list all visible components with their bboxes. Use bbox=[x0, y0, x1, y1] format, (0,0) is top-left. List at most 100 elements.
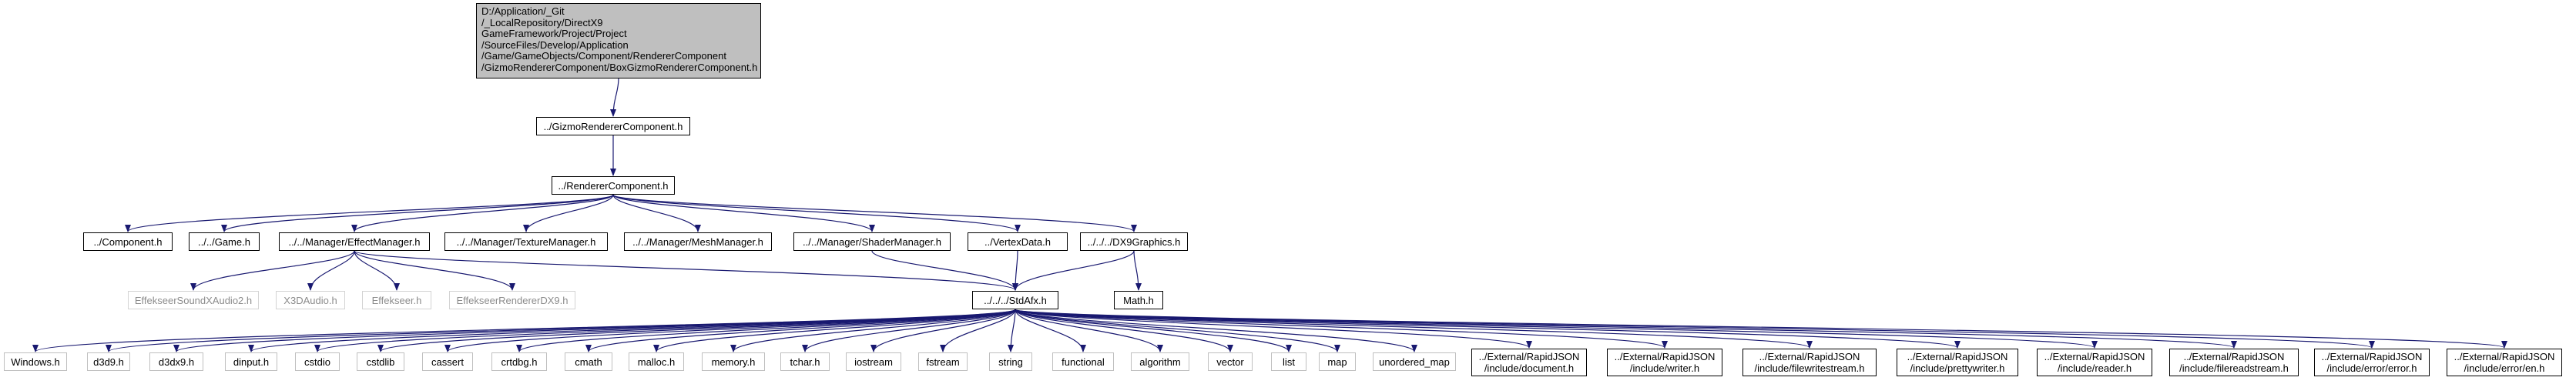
dx9graphics-node[interactable]: ../../../DX9Graphics.h bbox=[1080, 232, 1188, 251]
edge-stdafx-to-crtdbg bbox=[516, 309, 1016, 352]
rapidjson-filereadstream-node[interactable]: ../External/RapidJSON /include/filereads… bbox=[2169, 349, 2299, 376]
vector-header-node: vector bbox=[1208, 352, 1253, 371]
edge-effect_manager-to-x3daudio bbox=[307, 250, 355, 291]
algorithm-header-node: algorithm bbox=[1131, 352, 1189, 371]
iostream-header-label: iostream bbox=[854, 356, 893, 368]
dinput-header-node: dinput.h bbox=[225, 352, 277, 371]
game-header-label: ../../Game.h bbox=[198, 235, 250, 248]
algorithm-header-label: algorithm bbox=[1139, 356, 1181, 368]
math-header-node[interactable]: Math.h bbox=[1114, 291, 1163, 309]
rapidjson-error-node[interactable]: ../External/RapidJSON /include/error/err… bbox=[2314, 349, 2430, 376]
rapidjson-filewritestream-label: ../External/RapidJSON /include/filewrite… bbox=[1754, 351, 1865, 374]
edge-stdafx-to-rj_document bbox=[1015, 309, 1532, 349]
crtdbg-header-node: crtdbg.h bbox=[491, 352, 547, 371]
edge-renderer-to-effect_manager bbox=[351, 194, 614, 232]
edge-renderer-to-component bbox=[125, 194, 614, 232]
rapidjson-prettywriter-label: ../External/RapidJSON /include/prettywri… bbox=[1907, 351, 2008, 374]
rapidjson-filewritestream-node[interactable]: ../External/RapidJSON /include/filewrite… bbox=[1742, 349, 1877, 376]
edge-stdafx-to-malloc bbox=[653, 309, 1016, 352]
memory-header-node: memory.h bbox=[702, 352, 765, 371]
rapidjson-prettywriter-node[interactable]: ../External/RapidJSON /include/prettywri… bbox=[1897, 349, 2018, 376]
vector-header-label: vector bbox=[1216, 356, 1244, 368]
edge-renderer-to-mesh_manager bbox=[612, 194, 701, 232]
shader-manager-label: ../../Manager/ShaderManager.h bbox=[803, 235, 941, 248]
vertex-data-node[interactable]: ../VertexData.h bbox=[968, 232, 1068, 251]
string-header-label: string bbox=[998, 356, 1023, 368]
effect-manager-node[interactable]: ../../Manager/EffectManager.h bbox=[279, 232, 430, 251]
mesh-manager-label: ../../Manager/MeshManager.h bbox=[632, 235, 763, 248]
effekseer-sound-xaudio2-label: EffekseerSoundXAudio2.h bbox=[134, 294, 253, 306]
edge-stdafx-to-vector bbox=[1015, 309, 1233, 352]
edge-dx9graphics-to-math bbox=[1133, 250, 1142, 291]
dx9graphics-label: ../../../DX9Graphics.h bbox=[1087, 235, 1181, 248]
map-header-label: map bbox=[1327, 356, 1347, 368]
cassert-header-node: cassert bbox=[422, 352, 473, 371]
cassert-header-label: cassert bbox=[431, 356, 464, 368]
cstdlib-header-node: cstdlib bbox=[357, 352, 404, 371]
edge-renderer-to-game bbox=[221, 194, 614, 232]
cstdio-header-label: cstdio bbox=[304, 356, 330, 368]
effect-manager-label: ../../Manager/EffectManager.h bbox=[288, 235, 421, 248]
d3d9-header-label: d3d9.h bbox=[93, 356, 124, 368]
edge-stdafx-to-string bbox=[1008, 309, 1016, 352]
edge-effect_manager-to-stdafx bbox=[354, 250, 1018, 291]
tchar-header-node: tchar.h bbox=[780, 352, 830, 371]
unordered-map-header-node: unordered_map bbox=[1373, 352, 1456, 371]
mesh-manager-node[interactable]: ../../Manager/MeshManager.h bbox=[624, 232, 772, 251]
edge-stdafx-to-unordered_map bbox=[1015, 309, 1417, 352]
edge-stdafx-to-rj_en bbox=[1015, 309, 2507, 349]
unordered-map-header-label: unordered_map bbox=[1379, 356, 1450, 368]
game-header-node[interactable]: ../../Game.h bbox=[189, 232, 260, 251]
rapidjson-error-label: ../External/RapidJSON /include/error/err… bbox=[2321, 351, 2423, 374]
edge-vertex_data-to-stdafx bbox=[1012, 250, 1019, 291]
texture-manager-node[interactable]: ../../Manager/TextureManager.h bbox=[444, 232, 608, 251]
shader-manager-node[interactable]: ../../Manager/ShaderManager.h bbox=[793, 232, 951, 251]
edge-effect_manager-to-effekseer_renderer bbox=[354, 250, 515, 291]
edge-renderer-to-shader_manager bbox=[612, 194, 875, 232]
windows-header-node: Windows.h bbox=[4, 352, 67, 371]
root-file-label: D:/Application/_Git /_LocalRepository/Di… bbox=[481, 5, 758, 73]
cstdio-header-node: cstdio bbox=[295, 352, 340, 371]
renderer-component-node[interactable]: ../RendererComponent.h bbox=[552, 176, 675, 195]
fstream-header-label: fstream bbox=[926, 356, 960, 368]
edge-effect_manager-to-effekseer_sound bbox=[190, 250, 355, 291]
edge-stdafx-to-iostream bbox=[870, 309, 1016, 352]
x3daudio-node: X3DAudio.h bbox=[276, 291, 345, 309]
list-header-node: list bbox=[1271, 352, 1306, 371]
texture-manager-label: ../../Manager/TextureManager.h bbox=[456, 235, 596, 248]
rapidjson-document-node[interactable]: ../External/RapidJSON /include/document.… bbox=[1471, 349, 1587, 376]
stdafx-label: ../../../StdAfx.h bbox=[984, 294, 1047, 306]
edge-stdafx-to-functional bbox=[1015, 309, 1086, 352]
rapidjson-writer-label: ../External/RapidJSON /include/writer.h bbox=[1614, 351, 1716, 374]
d3dx9-header-label: d3dx9.h bbox=[158, 356, 195, 368]
functional-header-label: functional bbox=[1062, 356, 1105, 368]
edge-stdafx-to-memory bbox=[730, 309, 1016, 352]
string-header-node: string bbox=[989, 352, 1032, 371]
rapidjson-reader-node[interactable]: ../External/RapidJSON /include/reader.h bbox=[2037, 349, 2152, 376]
rapidjson-en-node[interactable]: ../External/RapidJSON /include/error/en.… bbox=[2447, 349, 2562, 376]
rapidjson-filereadstream-label: ../External/RapidJSON /include/filereads… bbox=[2179, 351, 2289, 374]
cmath-header-node: cmath bbox=[565, 352, 612, 371]
edge-root-to-gizmo bbox=[610, 78, 619, 117]
component-header-node[interactable]: ../Component.h bbox=[83, 232, 173, 251]
crtdbg-header-label: crtdbg.h bbox=[501, 356, 538, 368]
edge-renderer-to-dx9graphics bbox=[612, 194, 1137, 232]
fstream-header-node: fstream bbox=[918, 352, 968, 371]
malloc-header-label: malloc.h bbox=[637, 356, 676, 368]
edge-renderer-to-texture_manager bbox=[523, 194, 614, 232]
edge-stdafx-to-windows bbox=[32, 309, 1016, 352]
rapidjson-reader-label: ../External/RapidJSON /include/reader.h bbox=[2044, 351, 2145, 374]
edge-stdafx-to-rj_filewritestream bbox=[1015, 309, 1813, 349]
rapidjson-document-label: ../External/RapidJSON /include/document.… bbox=[1478, 351, 1580, 374]
map-header-node: map bbox=[1319, 352, 1356, 371]
effekseer-renderer-dx9-label: EffekseerRendererDX9.h bbox=[456, 294, 569, 306]
rapidjson-writer-node[interactable]: ../External/RapidJSON /include/writer.h bbox=[1607, 349, 1722, 376]
stdafx-node[interactable]: ../../../StdAfx.h bbox=[972, 291, 1058, 309]
gizmo-renderer-component-node[interactable]: ../GizmoRendererComponent.h bbox=[536, 117, 690, 135]
root-file-node[interactable]: D:/Application/_Git /_LocalRepository/Di… bbox=[476, 3, 761, 78]
effekseer-label: Effekseer.h bbox=[371, 294, 422, 306]
renderer-component-label: ../RendererComponent.h bbox=[558, 179, 669, 192]
edge-renderer-to-vertex_data bbox=[612, 194, 1021, 232]
cmath-header-label: cmath bbox=[575, 356, 602, 368]
